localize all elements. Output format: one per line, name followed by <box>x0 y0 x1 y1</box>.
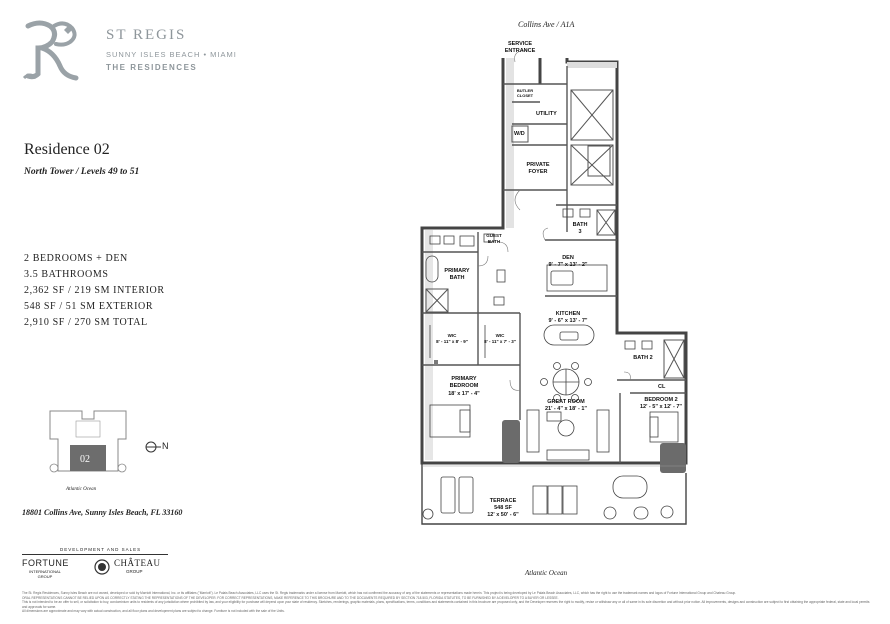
key-plan: 02 Atlantic Ocean N <box>30 405 180 505</box>
label-primary-bedroom-dims: 18' x 17' - 4" <box>448 391 480 397</box>
north-label: N <box>162 441 169 451</box>
brand-tagline: THE RESIDENCES <box>106 63 198 72</box>
chateau-logo-sub: GROUP <box>126 569 143 574</box>
label-bath-3: BATH 3 <box>572 222 588 235</box>
label-guest-bath: GUEST BATH <box>486 233 502 244</box>
disclaimer-line-4: All dimensions are approximate and may v… <box>22 609 285 613</box>
label-primary-bath: PRIMARY BATH <box>444 268 470 281</box>
label-terrace-sf: 548 SF <box>494 505 512 511</box>
label-bedroom-2: BEDROOM 2 <box>644 397 678 403</box>
st-regis-monogram-logo <box>22 20 79 81</box>
label-service-entrance: SERVICE ENTRANCE <box>504 41 536 54</box>
label-great-room-dims: 21' - 4" x 18' - 1" <box>544 406 588 412</box>
spec-bathrooms: 3.5 BATHROOMS <box>24 269 109 280</box>
label-wic-2-dims: 8' - 11" x 7' - 3" <box>484 339 516 344</box>
disclaimer-line-2: ORAL REPRESENTATIONS CANNOT BE RELIED UP… <box>22 595 559 600</box>
spec-exterior: 548 SF / 51 SM EXTERIOR <box>24 301 154 312</box>
street-label: Collins Ave / A1A <box>518 20 575 29</box>
spec-total: 2,910 SF / 270 SM TOTAL <box>24 317 148 328</box>
label-bedroom-2-dims: 12' - 5" x 12' - 7" <box>639 404 683 410</box>
spec-bedrooms: 2 BEDROOMS + DEN <box>24 253 128 264</box>
developer-block: DEVELOPMENT AND SALES FORTUNE INTERNATIO… <box>22 547 172 587</box>
developer-heading: DEVELOPMENT AND SALES <box>60 547 142 552</box>
key-plan-unit: 02 <box>80 454 90 465</box>
label-kitchen-dims: 9' - 6" x 13' - 7" <box>548 318 588 324</box>
spec-list: 2 BEDROOMS + DEN 3.5 BATHROOMS 2,362 SF … <box>24 251 165 331</box>
key-plan-ocean: Atlantic Ocean <box>66 487 97 492</box>
label-wic-1: WIC <box>447 333 457 338</box>
label-primary-bedroom: PRIMARY BEDROOM <box>449 376 479 389</box>
label-private-foyer: PRIVATE FOYER <box>526 162 550 175</box>
label-wd: W/D <box>514 131 525 137</box>
label-great-room: GREAT ROOM <box>547 399 585 405</box>
label-kitchen: KITCHEN <box>555 311 581 317</box>
label-butler-closet: BUTLER CLOSET <box>516 88 534 98</box>
spec-interior: 2,362 SF / 219 SM INTERIOR <box>24 285 165 296</box>
brand-name: ST REGIS <box>106 27 187 43</box>
brand-location: SUNNY ISLES BEACH • MIAMI <box>106 50 237 59</box>
fortune-logo-sub: INTERNATIONAL GROUP <box>29 569 61 579</box>
residence-title: Residence 02 <box>24 141 110 158</box>
ocean-label: Atlantic Ocean <box>525 569 568 577</box>
label-utility: UTILITY <box>536 111 557 117</box>
label-wic-2: WIC <box>495 333 505 338</box>
disclaimer-line-1: The St. Regis Residences, Sunny Isles Be… <box>22 591 737 595</box>
floor-plan <box>420 49 688 525</box>
label-den-dims: 9' - 7" x 13' - 2" <box>548 262 588 268</box>
key-plan-diagram <box>49 410 127 473</box>
label-den: DEN <box>562 255 574 261</box>
disclaimer: The St. Regis Residences, Sunny Isles Be… <box>22 591 872 621</box>
label-terrace-dims: 12' x 50' - 6" <box>487 512 519 518</box>
label-bath-2: BATH 2 <box>633 355 653 361</box>
disclaimer-line-3: This is not intended to be an offer to s… <box>22 600 870 609</box>
north-arrow-icon <box>145 441 161 453</box>
label-terrace: TERRACE <box>489 498 517 504</box>
brand-block: ST REGIS SUNNY ISLES BEACH • MIAMI THE R… <box>20 18 260 88</box>
address: 18801 Collins Ave, Sunny Isles Beach, FL… <box>22 508 183 517</box>
label-cl: CL <box>658 384 666 390</box>
chateau-logo-text: CHÂTEAU <box>114 558 161 568</box>
fortune-logo-text: FORTUNE <box>22 558 69 568</box>
residence-subtitle: North Tower / Levels 49 to 51 <box>24 167 140 177</box>
label-wic-1-dims: 8' - 11" x 8' - 9" <box>436 339 468 344</box>
chateau-emblem-icon <box>94 559 110 575</box>
